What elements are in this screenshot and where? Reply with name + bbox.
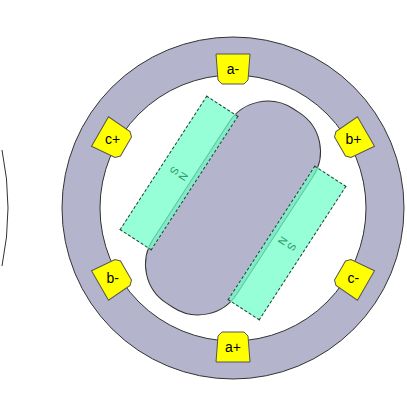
- winding-slot: c-: [336, 263, 370, 293]
- slot-shape: [216, 332, 250, 362]
- slot-shape: [91, 255, 134, 299]
- phase-label: c+: [105, 132, 120, 146]
- winding-slot: b+: [336, 124, 370, 154]
- neighbour-arc: [2, 150, 8, 266]
- phase-label: c-: [348, 271, 360, 285]
- winding-slot: c+: [96, 124, 130, 154]
- pole-label: N: [276, 234, 290, 247]
- phase-label: a+: [225, 340, 241, 354]
- phase-label: a-: [227, 62, 239, 76]
- pole-label: N: [177, 170, 191, 183]
- stator-ring: [62, 37, 404, 379]
- slot-shape: [91, 116, 134, 160]
- slot-shape: [216, 54, 250, 84]
- phase-label: b-: [106, 271, 118, 285]
- phase-label: b+: [345, 132, 361, 146]
- winding-slot: a-: [216, 54, 250, 84]
- slot-shape: [332, 116, 375, 160]
- slot-shape: [332, 255, 375, 299]
- winding-slot: b-: [96, 263, 130, 293]
- winding-slot: a+: [216, 332, 250, 362]
